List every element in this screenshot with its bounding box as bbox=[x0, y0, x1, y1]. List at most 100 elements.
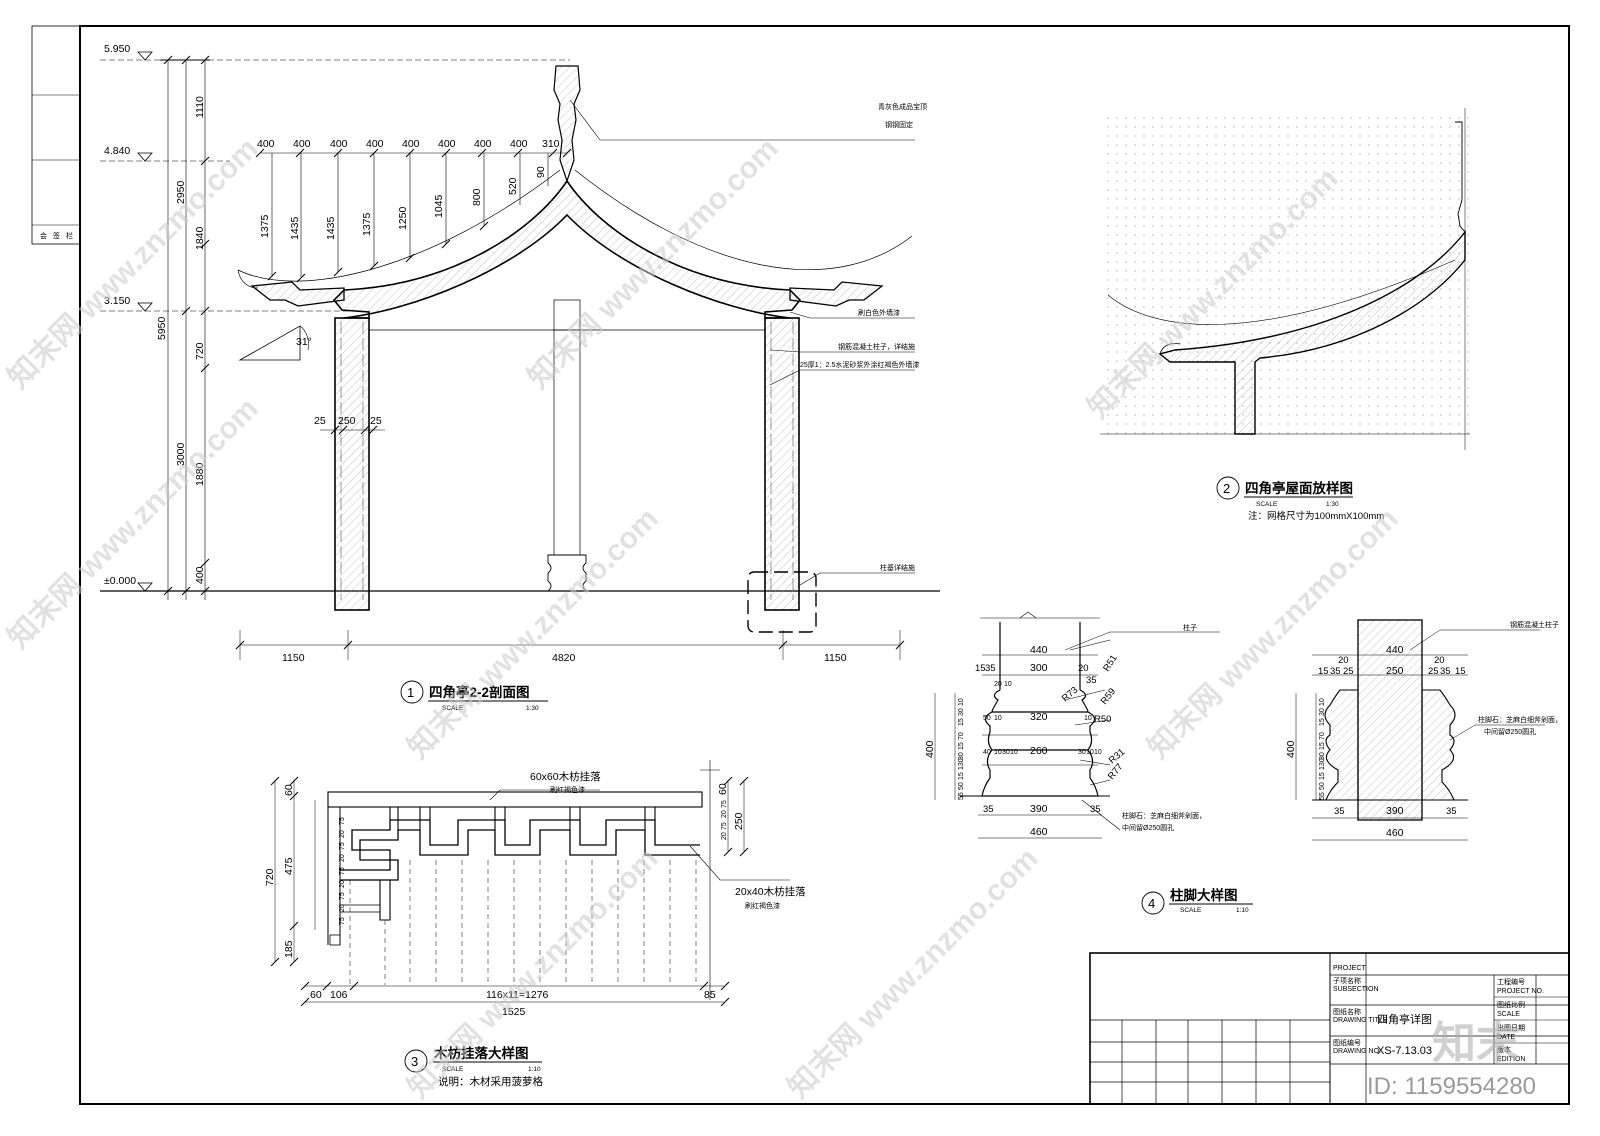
tb-drawing-title-cn: 图纸名称 bbox=[1333, 1007, 1361, 1016]
roof-scale: 1:30 bbox=[1326, 501, 1339, 508]
top-dim-8: 400 bbox=[510, 138, 528, 150]
bl-440: 440 bbox=[1030, 644, 1048, 656]
base-scale: 1:10 bbox=[1236, 907, 1249, 914]
gl-dim-475: 475 bbox=[283, 857, 295, 875]
bl-l3: 15 bbox=[958, 718, 965, 726]
tb-project-no: PROJECT NO. bbox=[1497, 988, 1544, 995]
bl-s2: 10 bbox=[1004, 681, 1012, 688]
top-dim-1: 400 bbox=[257, 138, 275, 150]
tb-subsection: SUBSECTION bbox=[1333, 986, 1379, 993]
br-l9: 50 bbox=[1319, 782, 1326, 790]
section-title-no: 1 bbox=[407, 685, 414, 700]
gualuo-note-top: 60x60木枋挂落 bbox=[530, 770, 601, 783]
gl-bottom-1276: 116x11=1276 bbox=[486, 989, 549, 1001]
base-right-labels: 440 20 20 15 35 25 250 25 35 15 10 30 15… bbox=[1285, 620, 1562, 839]
note-foundation: 柱基详结施 bbox=[880, 563, 915, 572]
watermark-7: 知末网 www.znzmo.com bbox=[782, 842, 1045, 1105]
br-l6: 30 bbox=[1319, 752, 1326, 760]
vdim-400: 400 bbox=[194, 566, 206, 584]
h-1435-b: 1435 bbox=[325, 216, 337, 240]
bl-note-column: 柱子 bbox=[1183, 623, 1197, 632]
tb-scale: SCALE bbox=[1497, 1011, 1520, 1018]
bl-s7: 30 bbox=[1002, 749, 1010, 756]
section-scale-label: SCALE bbox=[442, 705, 464, 712]
top-dim-4: 400 bbox=[366, 138, 384, 150]
bl-s5: 40 bbox=[983, 749, 991, 756]
gl-inner-2: 20 bbox=[339, 830, 346, 838]
bl-l8: 15 bbox=[958, 772, 965, 780]
title-block-text: PROJECT 子项名称 SUBSECTION 图纸名称 DRAWING TIT… bbox=[1333, 965, 1544, 1063]
br-20a: 20 bbox=[1338, 655, 1349, 666]
br-400: 400 bbox=[1285, 740, 1297, 758]
section-title: 1 四角亭2-2剖面图 SCALE 1:30 bbox=[400, 680, 548, 712]
bl-r51: R51 bbox=[1101, 653, 1120, 674]
gualuo-scale: 1:10 bbox=[528, 1066, 541, 1073]
roof-title-no: 2 bbox=[1223, 481, 1230, 496]
base-title-text: 柱脚大样图 bbox=[1170, 887, 1238, 903]
bl-s10: 10 bbox=[1086, 749, 1094, 756]
roof-title-text: 四角亭屋面放样图 bbox=[1245, 480, 1353, 496]
bl-l4: 70 bbox=[958, 732, 965, 740]
bl-l1: 10 bbox=[958, 698, 965, 706]
gualuo-note: 说明：木材采用菠萝格 bbox=[438, 1075, 543, 1088]
bl-s1: 20 bbox=[994, 681, 1002, 688]
tb-drawing-no-value: XS-7.13.03 bbox=[1377, 1045, 1432, 1057]
bl-b35a: 35 bbox=[983, 804, 994, 815]
br-15b: 15 bbox=[1455, 666, 1466, 677]
note-finial: 青灰色成品宝顶 bbox=[878, 102, 927, 111]
gl-right-250: 250 bbox=[733, 812, 745, 830]
title-block bbox=[1089, 952, 1570, 1105]
br-l8: 15 bbox=[1319, 772, 1326, 780]
bl-l9: 50 bbox=[958, 782, 965, 790]
top-dim-5: 400 bbox=[402, 138, 420, 150]
gl-inner-8: 20 bbox=[339, 904, 346, 912]
bl-260: 260 bbox=[1030, 745, 1048, 757]
tb-drawing-no: DRAWING NO. bbox=[1333, 1048, 1381, 1055]
br-l7: 130 bbox=[1319, 758, 1326, 770]
vdim-720: 720 bbox=[194, 342, 206, 360]
slope-angle: 31° bbox=[296, 336, 312, 348]
br-note-column: 钢筋混凝土柱子 bbox=[1510, 620, 1559, 629]
bl-l5: 15 bbox=[958, 742, 965, 750]
br-25b: 25 bbox=[1428, 666, 1439, 677]
bl-l6: 30 bbox=[958, 752, 965, 760]
gl-bottom-60: 60 bbox=[310, 989, 322, 1001]
vdim-1110: 1110 bbox=[194, 96, 206, 118]
bl-s8: 10 bbox=[1010, 749, 1018, 756]
bl-35b: 35 bbox=[1086, 675, 1097, 686]
bl-r73: R73 bbox=[1060, 685, 1080, 705]
gl-right-75a: 75 bbox=[721, 800, 728, 808]
gl-bottom-106: 106 bbox=[330, 989, 348, 1001]
gl-inner-1: 75 bbox=[339, 817, 346, 825]
tb-drawing-no-cn: 图纸编号 bbox=[1333, 1038, 1361, 1047]
h-1250: 1250 bbox=[397, 206, 409, 230]
vdim-3000: 3000 bbox=[175, 442, 187, 466]
top-dim-7: 400 bbox=[474, 138, 492, 150]
gualuo-note-top-paint: 刷红褐色漆 bbox=[550, 785, 585, 794]
vdim-5950: 5950 bbox=[156, 316, 168, 340]
br-note-hole: 中间留Ø250圆孔 bbox=[1484, 727, 1536, 736]
bl-l7: 130 bbox=[958, 758, 965, 770]
br-l2: 30 bbox=[1319, 708, 1326, 716]
tb-drawing-title-value: 四角亭详图 bbox=[1377, 1012, 1432, 1026]
tb-edition: EDITION bbox=[1497, 1056, 1525, 1063]
gl-bottom-1525: 1525 bbox=[502, 1006, 526, 1018]
outer-frame bbox=[79, 25, 1570, 1105]
elev-4840: 4.840 bbox=[104, 145, 130, 157]
note-mortar: 25厚1：2.5水泥砂浆外涂红褐色外墙漆 bbox=[800, 360, 919, 369]
watermark-4: 知末网 www.znzmo.com bbox=[402, 502, 665, 765]
vdim-1880: 1880 bbox=[194, 462, 206, 486]
bl-s3: 50 bbox=[983, 715, 991, 722]
vdim-1840: 1840 bbox=[194, 226, 206, 250]
gualuo-labels: 60x60木枋挂落 刷红褐色漆 20x40木枋挂落 刷红褐色漆 60 475 7… bbox=[264, 770, 806, 1018]
gualuo-title-no: 3 bbox=[411, 1054, 418, 1069]
note-rc-column: 钢筋混凝土柱子，详结施 bbox=[838, 342, 915, 351]
gl-right-20b: 20 bbox=[721, 832, 728, 840]
h-1375-b: 1375 bbox=[361, 212, 373, 236]
gualuo-title-text: 木枋挂落大样图 bbox=[433, 1045, 529, 1061]
section-drawing bbox=[100, 51, 940, 660]
note-white-paint: 刷白色外墙漆 bbox=[858, 308, 900, 317]
gl-dim-60: 60 bbox=[283, 784, 295, 796]
bl-s11: 10 bbox=[1094, 749, 1102, 756]
elev-5950: 5.950 bbox=[104, 43, 130, 55]
